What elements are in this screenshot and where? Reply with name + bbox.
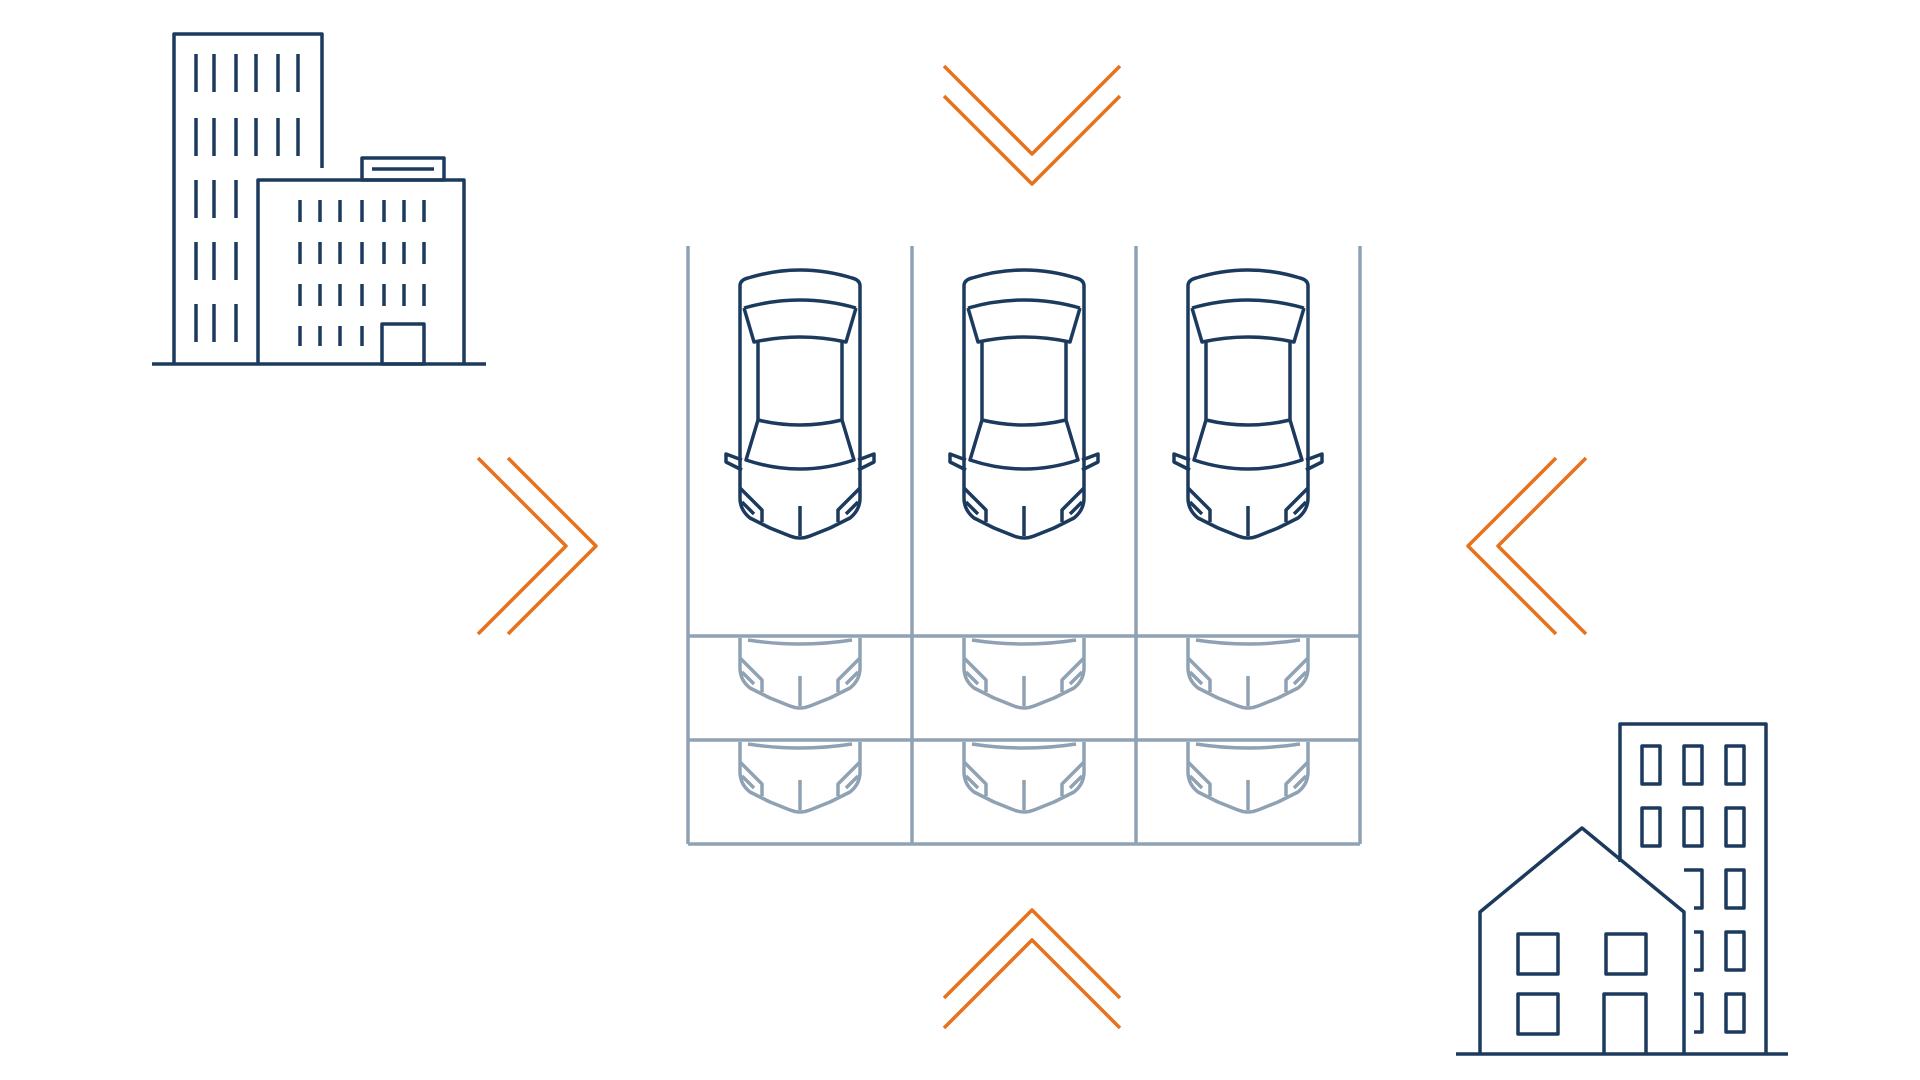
- car-icon: [738, 740, 862, 814]
- chevron-left-icon: [1466, 456, 1588, 636]
- car-icon: [948, 268, 1100, 540]
- chevron-up-icon: [942, 908, 1122, 1030]
- car-icon: [724, 268, 876, 540]
- car-row-bottom: [738, 740, 1310, 814]
- car-icon: [1186, 740, 1310, 814]
- car-icon: [1186, 636, 1310, 710]
- chevron-down-icon: [942, 64, 1122, 186]
- parking-structure: [686, 246, 1362, 846]
- car-icon: [738, 636, 862, 710]
- car-icon: [1172, 268, 1324, 540]
- residential-buildings-icon: [1456, 722, 1788, 1056]
- car-icon: [962, 636, 1086, 710]
- chevron-right-icon: [476, 456, 598, 636]
- office-buildings-icon: [152, 32, 486, 366]
- car-row-middle: [738, 636, 1310, 710]
- car-icon: [962, 740, 1086, 814]
- car-row-top: [724, 268, 1324, 540]
